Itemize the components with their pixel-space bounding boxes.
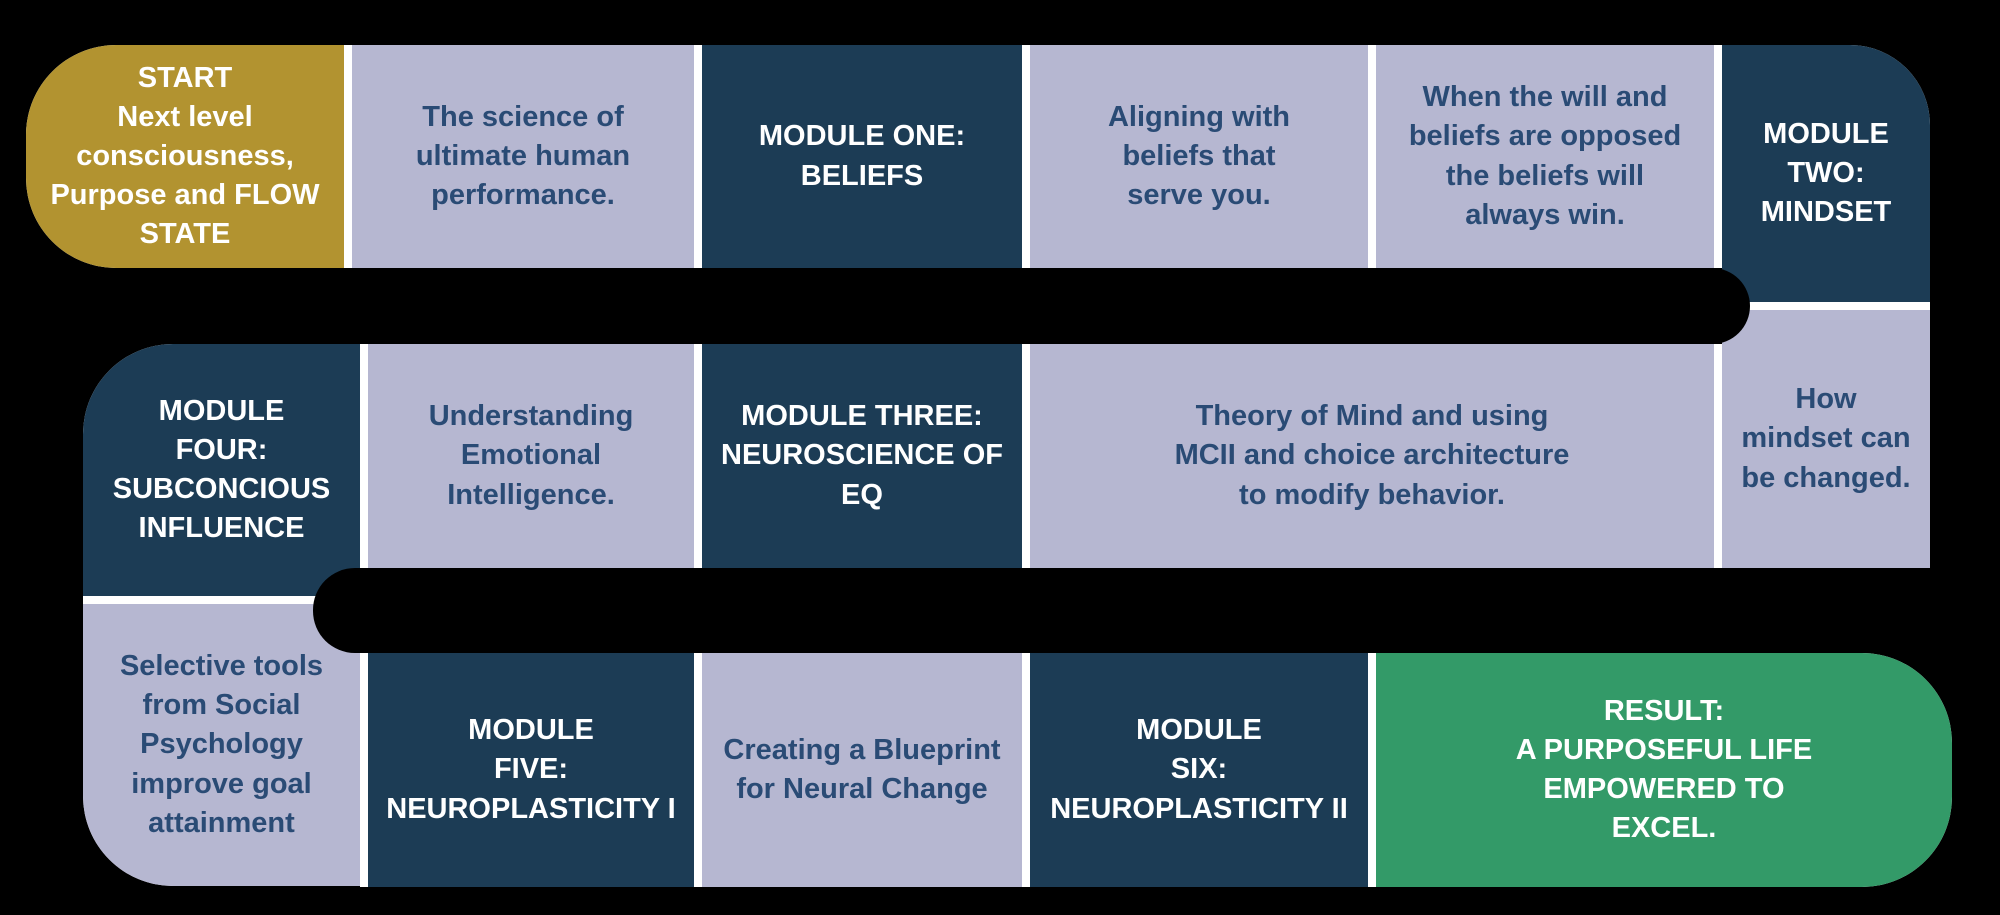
understanding-eq-step: Understanding Emotional Intelligence. bbox=[368, 344, 694, 568]
module-two-node: MODULE TWO: MINDSET bbox=[1722, 45, 1930, 302]
row1-row2-divider-bar bbox=[0, 268, 1750, 344]
science-step: The science of ultimate human performanc… bbox=[352, 45, 694, 268]
start-label: START Next level consciousness, Purpose … bbox=[50, 61, 320, 251]
module-three-node: MODULE THREE: NEUROSCIENCE OF EQ bbox=[702, 344, 1022, 568]
module-six-node: MODULE SIX: NEUROPLASTICITY II bbox=[1030, 653, 1368, 887]
module-five-label: MODULE FIVE: NEUROPLASTICITY I bbox=[386, 714, 676, 825]
aligning-step: Aligning with beliefs that serve you. bbox=[1030, 45, 1368, 268]
science-label: The science of ultimate human performanc… bbox=[415, 100, 631, 212]
opposed-label: When the will and beliefs are opposed th… bbox=[1408, 81, 1682, 231]
how-mindset-label: How mindset can be changed. bbox=[1741, 383, 1911, 494]
selective-tools-step: Selective tools from Social Psychology i… bbox=[83, 604, 360, 886]
result-label: RESULT: A PURPOSEFUL LIFE EMPOWERED TO E… bbox=[1515, 694, 1813, 845]
blueprint-step: Creating a Blueprint for Neural Change bbox=[702, 653, 1022, 887]
start-node: START Next level consciousness, Purpose … bbox=[26, 45, 344, 268]
opposed-step: When the will and beliefs are opposed th… bbox=[1376, 45, 1714, 268]
module-three-label: MODULE THREE: NEUROSCIENCE OF EQ bbox=[721, 400, 1003, 511]
module-six-label: MODULE SIX: NEUROPLASTICITY II bbox=[1050, 714, 1348, 825]
aligning-label: Aligning with beliefs that serve you. bbox=[1107, 100, 1290, 212]
theory-of-mind-label: Theory of Mind and using MCII and choice… bbox=[1174, 400, 1570, 511]
selective-tools-label: Selective tools from Social Psychology i… bbox=[119, 650, 324, 839]
module-two-label: MODULE TWO: MINDSET bbox=[1760, 117, 1892, 229]
module-four-label: MODULE FOUR: SUBCONCIOUS INFLUENCE bbox=[112, 394, 331, 545]
how-mindset-step: How mindset can be changed. bbox=[1722, 310, 1930, 568]
theory-of-mind-step: Theory of Mind and using MCII and choice… bbox=[1030, 344, 1714, 568]
module-five-node: MODULE FIVE: NEUROPLASTICITY I bbox=[368, 653, 694, 887]
understanding-eq-label: Understanding Emotional Intelligence. bbox=[428, 400, 634, 511]
module-one-node: MODULE ONE: BELIEFS bbox=[702, 45, 1022, 268]
row2-row3-divider-bar bbox=[313, 568, 2000, 653]
blueprint-label: Creating a Blueprint for Neural Change bbox=[723, 733, 1001, 805]
result-node: RESULT: A PURPOSEFUL LIFE EMPOWERED TO E… bbox=[1376, 653, 1952, 887]
module-one-label: MODULE ONE: BELIEFS bbox=[758, 120, 966, 192]
module-four-node: MODULE FOUR: SUBCONCIOUS INFLUENCE bbox=[83, 344, 360, 596]
